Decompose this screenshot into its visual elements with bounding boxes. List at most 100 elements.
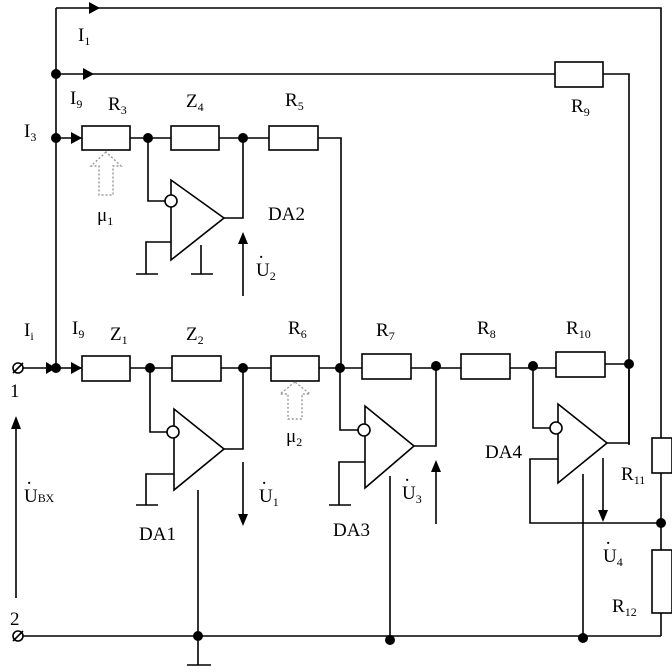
da1-gnd (136, 473, 174, 506)
label-r5: R5 (285, 90, 304, 113)
resistor-r11 (651, 437, 672, 474)
da3-inv-circle (357, 423, 371, 437)
opamp-da1 (173, 407, 226, 492)
i9-bot-arrow-head (71, 362, 82, 374)
label-mu2: μ2 (286, 426, 302, 449)
label-uvx: UВХ (24, 486, 54, 507)
u2-arrow-head (238, 232, 248, 244)
resistor-r6 (270, 355, 320, 382)
mu1-control-arrow (89, 151, 123, 196)
label-mu1: μ1 (97, 205, 113, 228)
label-r7: R7 (376, 320, 395, 343)
label-da4: DA4 (485, 442, 522, 463)
label-node-1: 1 (10, 381, 20, 402)
da2-fb-wire (224, 138, 244, 219)
da2-inv-circle (164, 194, 178, 208)
junction-dot (193, 631, 203, 641)
terminal-2-slash (12, 630, 24, 642)
label-i1: I1 (78, 25, 90, 48)
label-z2: Z2 (186, 324, 204, 347)
label-r11: R11 (621, 464, 645, 487)
label-i9-top: I9 (70, 88, 82, 111)
label-r8: R8 (477, 318, 496, 341)
resistor-r7 (361, 353, 412, 380)
opamp-da2 (170, 178, 226, 262)
impedance-z2 (171, 355, 222, 382)
da1-inv-circle (166, 425, 180, 439)
junction-dot (51, 69, 61, 79)
label-z1: Z1 (110, 324, 128, 347)
resistor-r12 (651, 549, 672, 614)
label-z4: Z4 (186, 91, 204, 114)
da4-out-wire (607, 364, 630, 444)
label-u1: U1 (259, 486, 279, 509)
junction-dot (238, 133, 248, 143)
r5-out-wire (318, 137, 342, 368)
resistor-r8 (460, 353, 511, 380)
dot-uvx: · (26, 473, 32, 494)
junction-dot (528, 361, 538, 371)
i3-arrow-head (71, 132, 82, 144)
u1-arrow-head (238, 514, 248, 526)
label-r3: R3 (108, 94, 127, 117)
da4-inv-wire (532, 368, 551, 429)
dot-u2: · (258, 247, 264, 268)
u4-arrow-head (598, 510, 608, 522)
junction-dot (335, 363, 345, 373)
da3-fb-wire (414, 368, 437, 447)
dot-u3: · (404, 470, 410, 491)
label-u2: U2 (256, 260, 276, 283)
label-r12: R12 (612, 596, 637, 619)
da1-fb-wire (224, 368, 244, 450)
label-da1: DA1 (139, 524, 176, 545)
label-u4: U4 (603, 546, 623, 569)
da3-gnd (329, 461, 365, 506)
resistor-r5 (268, 125, 319, 151)
impedance-z4 (170, 125, 220, 151)
da1-inv-wire (149, 368, 168, 433)
u3-arrow-head (431, 460, 441, 472)
opamp-da4 (557, 402, 609, 485)
junction-dot (656, 518, 666, 528)
resistor-r10 (555, 351, 606, 378)
label-i3: I3 (24, 121, 36, 144)
label-da2: DA2 (268, 204, 305, 225)
label-r10: R10 (566, 318, 591, 341)
junction-dot (578, 633, 588, 643)
dot-u4: · (605, 533, 611, 554)
junction-dot (431, 361, 441, 371)
da2-noninv-wire (145, 241, 171, 274)
label-ii: Ii (24, 320, 34, 343)
i9-top-arrow-head (83, 68, 94, 80)
i1-arrow-head (89, 2, 100, 14)
label-r6: R6 (288, 318, 307, 341)
terminal-1-slash (12, 362, 24, 374)
label-i9-bot: I9 (72, 318, 84, 341)
junction-dot (238, 363, 248, 373)
mu2-control-arrow (278, 381, 312, 420)
da2-gnd-b (191, 245, 213, 275)
junction-dot (385, 635, 395, 645)
da4-noninv-wire (529, 458, 661, 524)
da3-inv-wire (339, 368, 358, 431)
junction-dot (51, 363, 61, 373)
da2-inv-wire (147, 138, 166, 202)
label-node-2: 2 (10, 609, 20, 630)
resistor-r3 (81, 125, 131, 151)
opamp-da3 (364, 404, 416, 490)
resistor-r9 (554, 61, 604, 88)
da4-inv-circle (549, 421, 563, 435)
label-da3: DA3 (333, 520, 370, 541)
junction-dot (143, 133, 153, 143)
junction-dot (145, 363, 155, 373)
uvx-arrow-head (11, 416, 21, 429)
junction-dot (624, 359, 634, 369)
label-u3: U3 (402, 483, 422, 506)
junction-dot (51, 133, 61, 143)
r9-right-wire (603, 73, 630, 445)
label-r9: R9 (571, 96, 590, 119)
dot-u1: · (261, 473, 267, 494)
i1-wire (56, 7, 662, 438)
